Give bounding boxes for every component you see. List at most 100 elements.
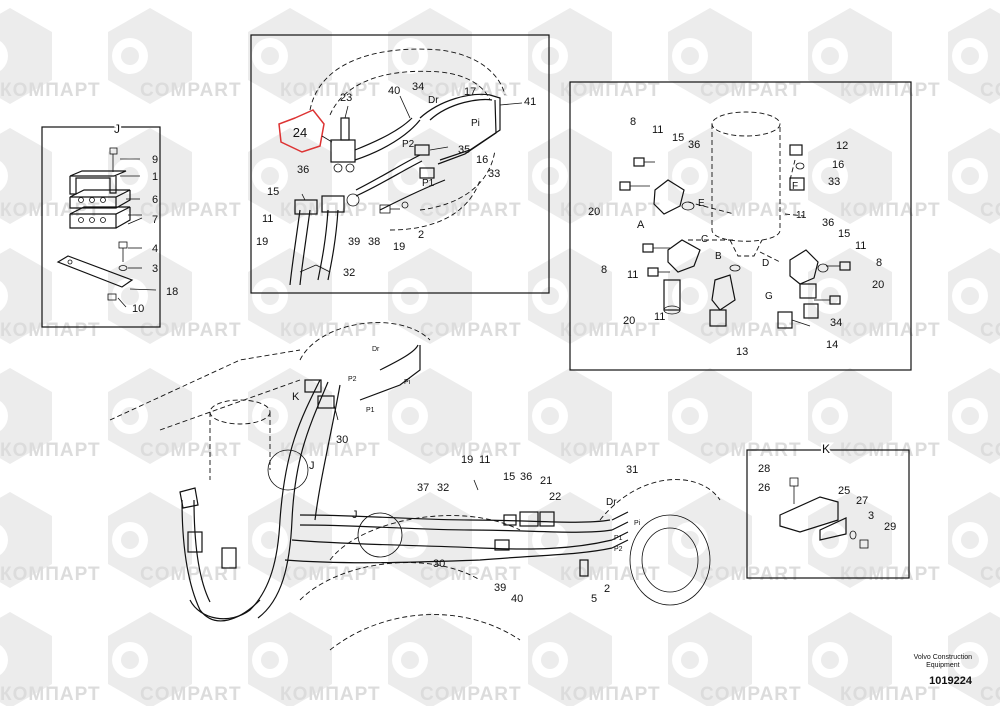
callout-label: 8 xyxy=(630,116,636,128)
detail-k-title: K xyxy=(822,442,830,456)
callout-label: 11 xyxy=(855,240,866,252)
watermark-text: КОМПАРТ xyxy=(560,440,661,461)
watermark-text: COMPART xyxy=(700,320,802,341)
watermark-text: COMPART xyxy=(700,564,802,585)
callout-label: 26 xyxy=(758,482,770,494)
callout-label: P1 xyxy=(366,407,375,414)
callout-label: 11 xyxy=(479,454,490,466)
callout-label: 33 xyxy=(828,176,840,188)
watermark-text: COMPART xyxy=(980,200,1000,221)
watermark-text: COMPART xyxy=(420,80,522,101)
callout-label: 18 xyxy=(166,286,178,298)
highlight-marker xyxy=(278,109,325,153)
watermark-text: COMPART xyxy=(140,440,242,461)
callout-label: 40 xyxy=(511,593,523,605)
callout-label: 19 xyxy=(393,241,405,253)
detail-j-panel: J xyxy=(41,120,161,328)
callout-label: 15 xyxy=(503,471,515,483)
callout-label: 30 xyxy=(336,434,348,446)
watermark-text: COMPART xyxy=(980,684,1000,705)
callout-label: 33 xyxy=(488,168,500,180)
callout-label: 15 xyxy=(267,186,279,198)
callout-label: 19 xyxy=(461,454,473,466)
callout-label: 23 xyxy=(340,92,352,104)
callout-label: 32 xyxy=(343,267,355,279)
watermark-text: COMPART xyxy=(980,564,1000,585)
highlight-label: 24 xyxy=(293,125,307,140)
callout-label: P2 xyxy=(348,376,357,383)
watermark-text: КОМПАРТ xyxy=(560,80,661,101)
watermark-text: COMPART xyxy=(420,684,522,705)
callout-label: 15 xyxy=(838,228,850,240)
caption-line-1: Volvo Construction xyxy=(913,654,972,661)
callout-label: 36 xyxy=(297,164,309,176)
callout-label: 28 xyxy=(758,463,770,475)
callout-label: 11 xyxy=(262,213,273,225)
main-assembly-view xyxy=(109,322,721,651)
watermark-text: COMPART xyxy=(980,80,1000,101)
callout-label: 5 xyxy=(591,593,597,605)
callout-label: 25 xyxy=(838,485,850,497)
watermark-text: КОМПАРТ xyxy=(0,684,101,705)
callout-label: E xyxy=(698,198,705,209)
callout-label: J xyxy=(352,509,358,521)
callout-label: A xyxy=(637,219,645,231)
watermark-text: КОМПАРТ xyxy=(280,320,381,341)
watermark-layer: КОМПАРТ COMPART КОМПАРТ COMPART КОМПАРТ COMPA… xyxy=(0,8,1000,706)
callout-label: Dr xyxy=(606,497,617,508)
watermark-text: КОМПАРТ xyxy=(840,320,941,341)
callout-label: 30 xyxy=(433,558,445,570)
watermark-text: КОМПАРТ xyxy=(0,320,101,341)
callout-label: 39 xyxy=(494,582,506,594)
callout-label: 9 xyxy=(152,154,158,166)
callout-label: 19 xyxy=(256,236,268,248)
callout-label: 8 xyxy=(601,264,607,276)
watermark-text: КОМПАРТ xyxy=(840,684,941,705)
watermark-text: COMPART xyxy=(420,200,522,221)
callout-label: 11 xyxy=(654,311,665,323)
callout-label: 6 xyxy=(152,194,158,206)
detail-top-panel: 24 xyxy=(250,34,550,294)
callout-label: 1 xyxy=(152,171,158,183)
callout-label: 21 xyxy=(540,475,552,487)
watermark-text: COMPART xyxy=(140,200,242,221)
callout-label: P1 xyxy=(614,535,623,542)
document-number: 1019224 xyxy=(929,675,972,687)
watermark-text: КОМПАРТ xyxy=(840,200,941,221)
callout-label: 8 xyxy=(876,257,882,269)
callout-label: 3 xyxy=(868,510,874,522)
watermark-text: COMPART xyxy=(980,320,1000,341)
callout-label: 2 xyxy=(418,229,424,241)
watermark-text: КОМПАРТ xyxy=(560,320,661,341)
watermark-text: COMPART xyxy=(700,684,802,705)
watermark-text: COMPART xyxy=(140,80,242,101)
callout-label: K xyxy=(292,391,300,403)
watermark-text: КОМПАРТ xyxy=(280,684,381,705)
watermark-text: COMPART xyxy=(140,684,242,705)
callout-label: 2 xyxy=(604,583,610,595)
watermark-text: КОМПАРТ xyxy=(0,200,101,221)
watermark-text: COMPART xyxy=(700,200,802,221)
watermark-text: КОМПАРТ xyxy=(560,684,661,705)
callout-label: 14 xyxy=(826,339,838,351)
callout-label: 35 xyxy=(458,144,470,156)
callout-label: G xyxy=(765,291,773,302)
callout-label: 34 xyxy=(412,81,424,93)
callout-label: 17 xyxy=(464,86,476,98)
watermark-text: COMPART xyxy=(140,564,242,585)
callout-label: 7 xyxy=(152,214,158,226)
callout-label: 41 xyxy=(524,96,536,108)
callout-label: C xyxy=(701,234,708,245)
detail-j-title: J xyxy=(114,122,120,136)
callout-label: 36 xyxy=(688,139,700,151)
watermark-text: КОМПАРТ xyxy=(560,564,661,585)
callout-label: F xyxy=(792,181,798,192)
detail-right-panel xyxy=(569,81,912,371)
watermark-text: КОМПАРТ xyxy=(560,200,661,221)
watermark-text: COMPART xyxy=(700,80,802,101)
callout-label: 37 xyxy=(417,482,429,494)
